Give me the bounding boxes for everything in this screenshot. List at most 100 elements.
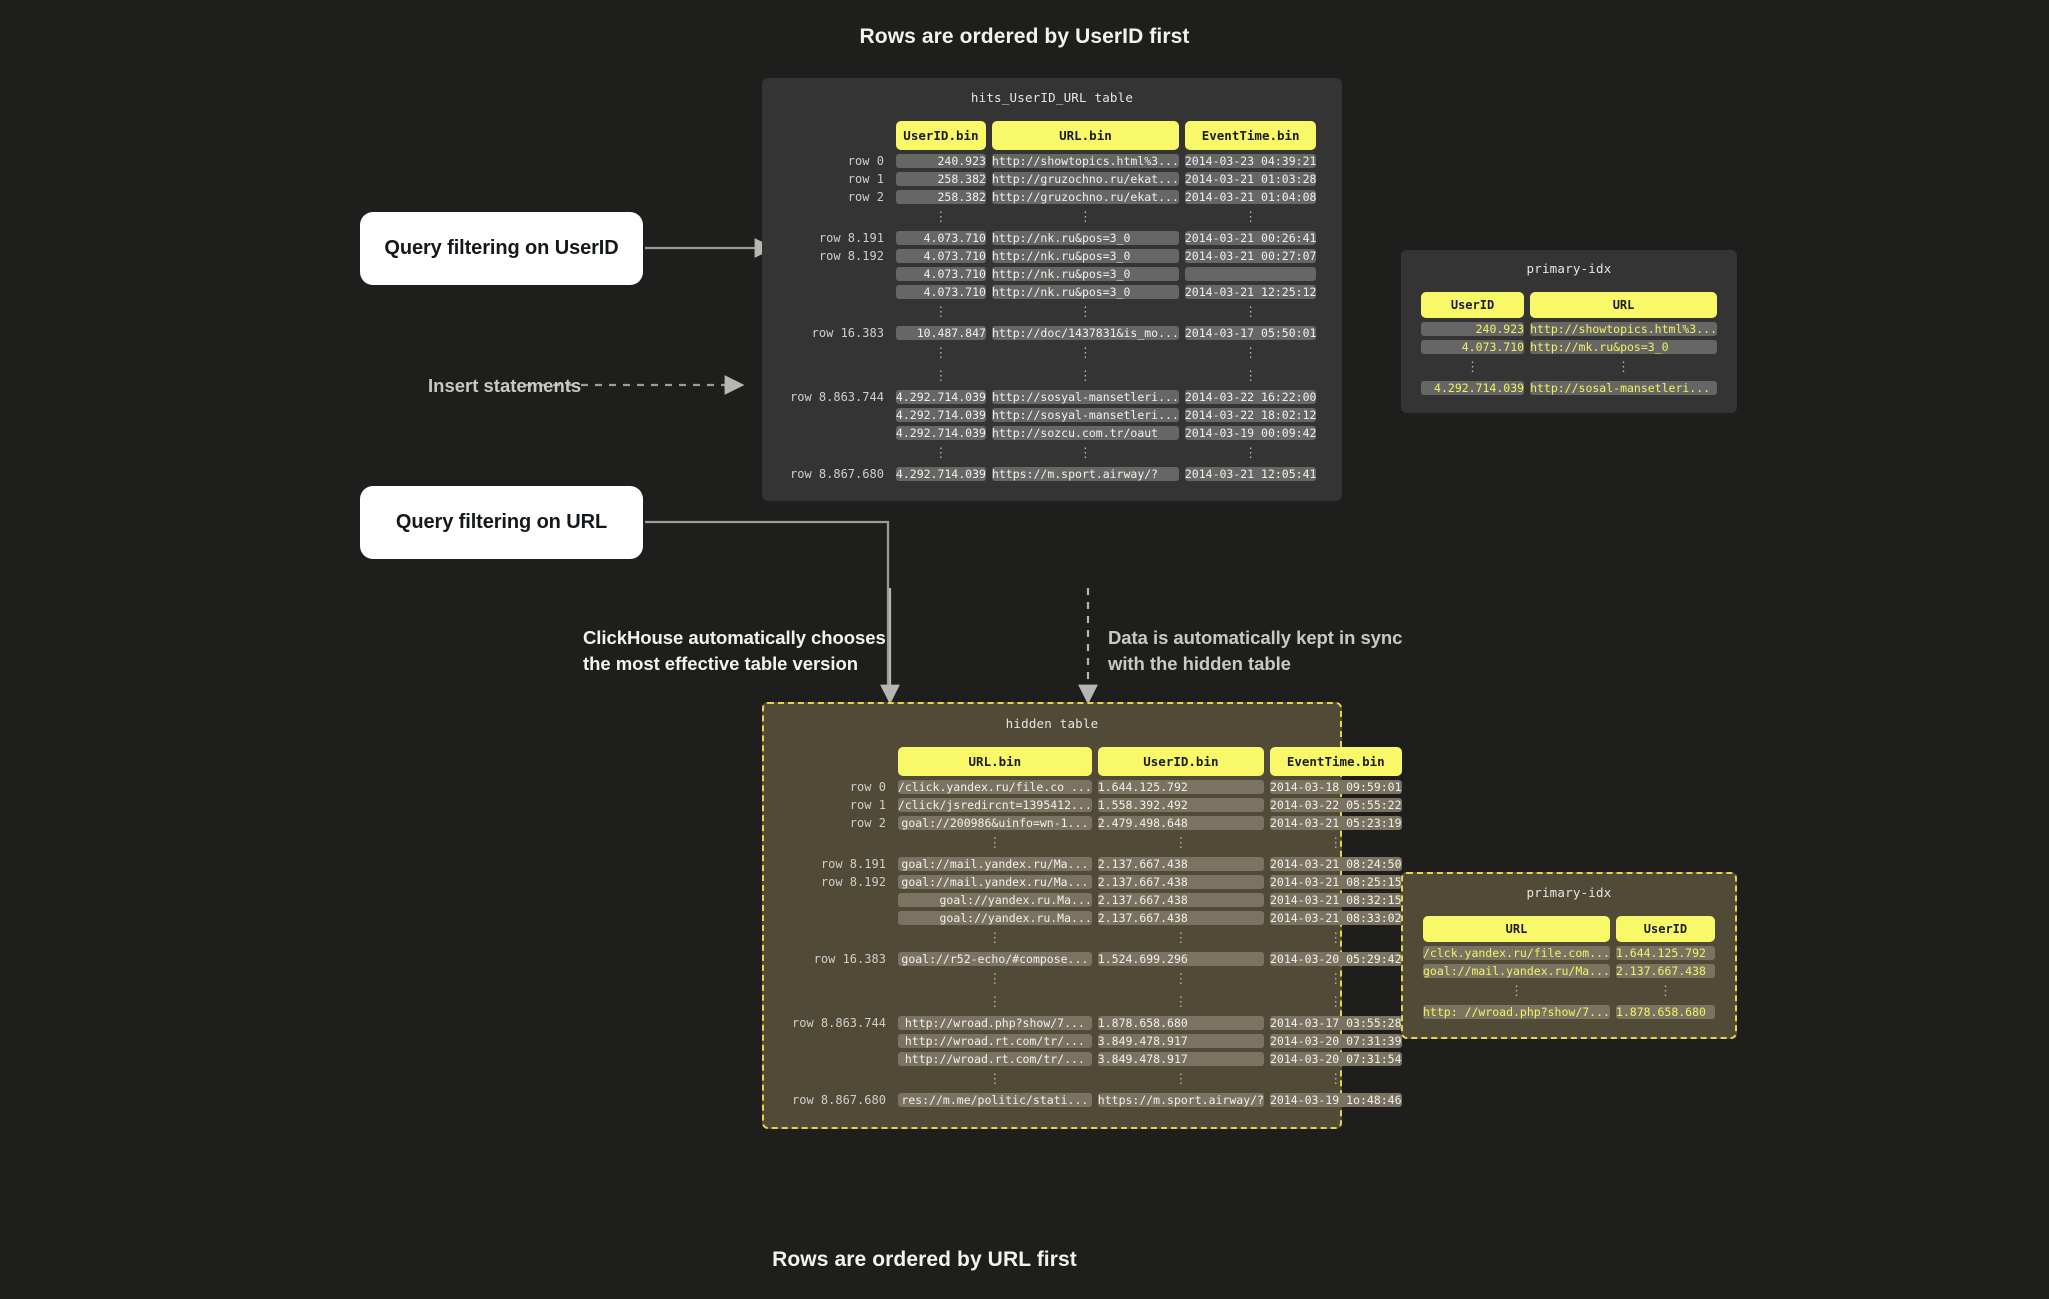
ellipsis-marker: ⋮ (1329, 972, 1343, 987)
callout-query-filtering-url[interactable]: Query filtering on URL (360, 486, 643, 559)
table-cell: 2.137.667.438 (1615, 964, 1715, 978)
hidden-table-panel: hidden table URL.bin UserID.bin EventTim… (762, 702, 1402, 1129)
row-label (790, 285, 890, 299)
row-label: row 16.383 (811, 326, 884, 340)
row-label (792, 893, 892, 907)
main-table-panel: hits_UserID_URL table UserID.bin URL.bin… (762, 78, 1342, 501)
table-ellipsis-row: ⋮⋮⋮ (790, 303, 1316, 322)
column-header-url: URL (1530, 292, 1717, 318)
table-cell: 240.923 (1421, 322, 1525, 336)
table-cell: http://sosal-mansetleri... (1530, 381, 1717, 395)
table-cell: 258.382 (895, 190, 986, 204)
column-header-userid: UserID (1421, 292, 1525, 318)
row-label: row 2 (849, 816, 886, 830)
table-cell: 2014-03-18 09:59:01 (1269, 780, 1402, 794)
table-cell: 1.644.125.792 (1097, 780, 1264, 794)
table-cell: https://m.sport.airway/? (1097, 1093, 1264, 1107)
table-cell: 2.137.667.438 (1097, 911, 1264, 925)
table-cell: 4.292.714.039 (895, 408, 986, 422)
table-ellipsis-row: ⋮⋮⋮ (792, 993, 1402, 1012)
table-cell: http://nk.ru&pos=3_0 (991, 231, 1179, 245)
ellipsis-marker: ⋮ (1244, 446, 1258, 461)
table-cell: 2014-03-22 16:22:00 (1184, 390, 1317, 404)
column-header-userid: UserID.bin (1097, 747, 1264, 776)
ellipsis-marker: ⋮ (1078, 210, 1092, 225)
table-cell: 2014-03-22 18:02:12 (1184, 408, 1317, 422)
table-cell: 2014-03-21 08:24:50 (1269, 857, 1402, 871)
row-label (792, 1070, 892, 1089)
table-cell: 3.849.478.917 (1097, 1052, 1264, 1066)
table-cell: goal://mail.yandex.ru/Ma... (897, 875, 1092, 889)
callout-query-filtering-userid[interactable]: Query filtering on UserID (360, 212, 643, 285)
primary-idx-title: primary-idx (1526, 261, 1612, 276)
table-cell: /clck.yandex.ru/file.com... (1423, 946, 1610, 960)
table-cell: http://nk.ru&pos=3_0 (991, 285, 1179, 299)
table-ellipsis-row: ⋮⋮⋮ (792, 970, 1402, 989)
table-cell: http://sosyal-mansetleri... (991, 408, 1179, 422)
table-row: row 1/click/jsredircnt=1395412...1.558.3… (792, 798, 1402, 812)
table-row: row 0/click.yandex.ru/file.co ...1.644.1… (792, 780, 1402, 794)
table-cell: 3.849.478.917 (1097, 1034, 1264, 1048)
row-label (792, 834, 892, 853)
ellipsis-marker: ⋮ (1078, 305, 1092, 320)
note-kept-in-sync: Data is automatically kept in sync with … (1108, 625, 1408, 678)
primary-idx-bottom-panel: primary-idx URL UserID /clck.yandex.ru/f… (1401, 872, 1737, 1039)
column-header-url: URL.bin (991, 121, 1179, 150)
table-cell: 2014-03-22 05:55:22 (1269, 798, 1402, 812)
table-cell: 2014-03-21 12:05:41 (1184, 467, 1317, 481)
table-cell: http://nk.ru&pos=3_0 (991, 267, 1179, 281)
page-title-top: Rows are ordered by UserID first (859, 25, 1190, 48)
ellipsis-marker: ⋮ (988, 836, 1002, 851)
table-cell: 2014-03-19 1o:48:46 (1269, 1093, 1402, 1107)
row-label: row 0 (847, 154, 884, 168)
table-row: goal://mail.yandex.ru/Ma...2.137.667.438 (1423, 964, 1715, 978)
table-cell: goal://mail.yandex.ru/Ma... (897, 857, 1092, 871)
table-ellipsis-row: ⋮⋮⋮ (790, 208, 1316, 227)
callout-label: Query filtering on URL (395, 511, 608, 533)
table-cell: 258.382 (895, 172, 986, 186)
table-ellipsis-row: ⋮⋮⋮ (790, 344, 1316, 363)
table-cell: http://gruzochno.ru/ekat... (991, 172, 1179, 186)
ellipsis-marker: ⋮ (1329, 836, 1343, 851)
ellipsis-marker: ⋮ (1617, 360, 1631, 375)
table-cell: 2014-03-21 08:33:02 (1269, 911, 1402, 925)
row-label: row 8.867.680 (790, 467, 884, 481)
ellipsis-marker: ⋮ (1174, 931, 1188, 946)
column-header-eventtime: EventTime.bin (1269, 747, 1402, 776)
table-cell: http://gruzochno.ru/ekat... (991, 190, 1179, 204)
table-cell: 4.292.714.039 (895, 390, 986, 404)
row-label: row 8.192 (818, 249, 884, 263)
row-label (792, 1034, 892, 1048)
ellipsis-marker: ⋮ (988, 931, 1002, 946)
ellipsis-marker: ⋮ (1174, 836, 1188, 851)
table-ellipsis-row: ⋮⋮⋮ (790, 367, 1316, 386)
main-table-title: hits_UserID_URL table (970, 90, 1134, 105)
ellipsis-marker: ⋮ (1466, 360, 1480, 375)
ellipsis-marker: ⋮ (1329, 1072, 1343, 1087)
ellipsis-marker: ⋮ (988, 995, 1002, 1010)
ellipsis-marker: ⋮ (1244, 210, 1258, 225)
row-label (790, 408, 890, 422)
callout-label: Query filtering on UserID (384, 237, 619, 259)
table-cell: res://m.me/politic/stati... (897, 1093, 1092, 1107)
hidden-table-header-row: URL.bin UserID.bin EventTime.bin (792, 747, 1402, 776)
row-label (792, 970, 892, 989)
row-label (790, 367, 890, 386)
ellipsis-marker: ⋮ (1078, 346, 1092, 361)
ellipsis-marker: ⋮ (1174, 972, 1188, 987)
row-label (790, 208, 890, 227)
row-label: row 8.191 (818, 231, 884, 245)
